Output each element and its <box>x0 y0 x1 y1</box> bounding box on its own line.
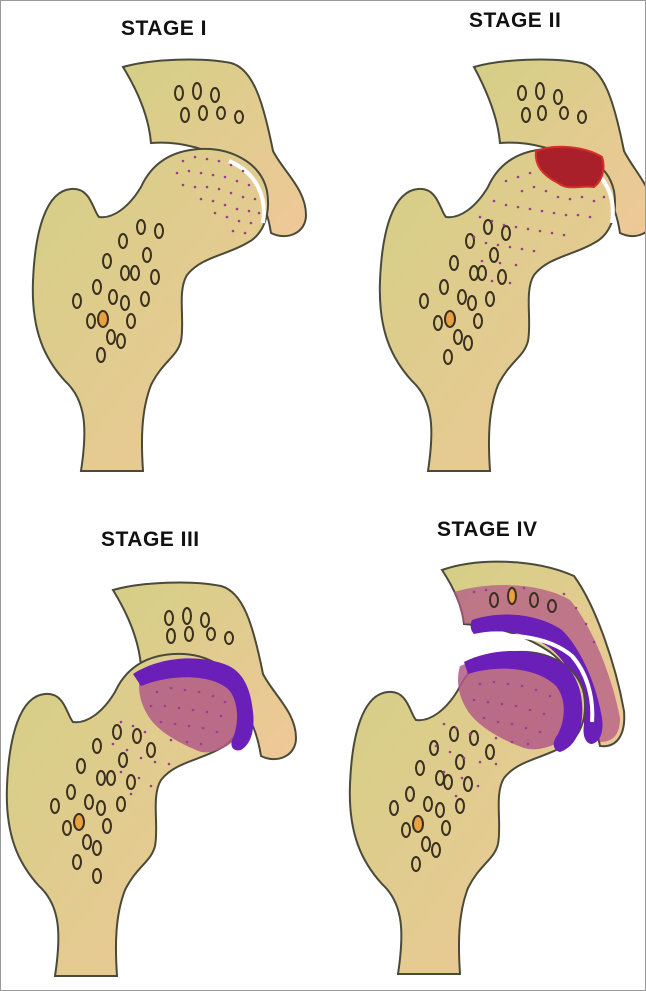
stage-3-illustration <box>1 496 324 991</box>
stage-1-illustration <box>1 1 324 496</box>
stage-title: STAGE II <box>469 9 561 33</box>
femur <box>380 149 615 471</box>
stage-4-panel: STAGE IV <box>324 496 646 991</box>
stage-title: STAGE I <box>121 17 207 41</box>
stage-title: STAGE III <box>101 528 200 552</box>
stage-1-panel: STAGE I <box>1 1 324 496</box>
femur <box>33 149 268 471</box>
stage-2-illustration <box>324 1 646 496</box>
stage-2-panel: STAGE II <box>324 1 646 496</box>
stage-title: STAGE IV <box>437 518 537 542</box>
stage-3-panel: STAGE III <box>1 496 324 991</box>
stage-4-illustration <box>324 496 646 991</box>
